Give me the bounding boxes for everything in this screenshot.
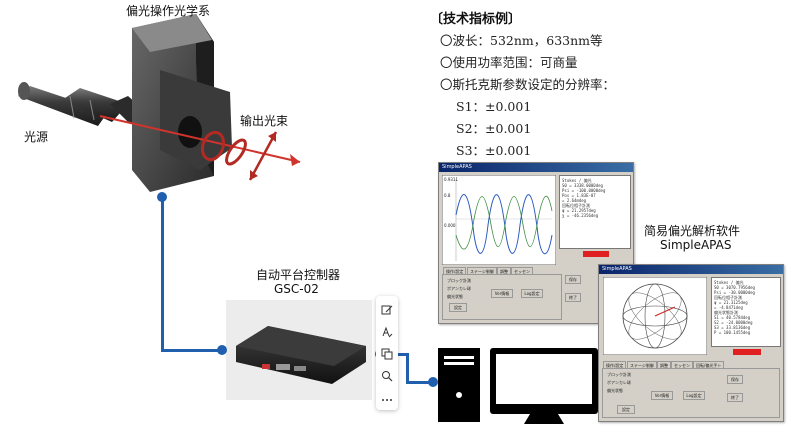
tab-body-1: ブロック計測 ポアンカレ球 偏光状態 [442,274,562,320]
window-titlebar-2: SimpleAPAS [599,265,783,274]
tab-sensor-2[interactable]: セッセン [671,361,693,369]
cable-joint-pc [428,377,438,387]
window-titlebar: SimpleAPAS [439,163,633,172]
zoom-icon[interactable] [379,368,395,384]
version-button-2[interactable]: Ver情報 [651,391,673,400]
tab-operation-1[interactable]: 操作/設定 [443,267,467,275]
tab-stage-2[interactable]: ステージ制御 [627,361,657,369]
log-settings-button-2[interactable]: Log設定 [683,391,705,400]
spec-line-wavelength: 〇波长：532nm，633nm等 [440,33,603,48]
option-poincare-2[interactable]: ポアンカレ球 [607,380,631,385]
optics-system-label: 偏光操作光学系 [126,4,211,18]
tab-adjust-2[interactable]: 調整 [657,361,671,369]
edit-image-icon[interactable] [379,302,395,318]
spec-s1: S1：±0.001 [456,99,532,114]
option-polarization-1[interactable]: 偏光状態 [447,294,463,299]
tab-body-2: ブロック計測 ポアンカレ球 偏光状態 [602,368,780,418]
version-button-1[interactable]: Ver情報 [491,289,513,298]
spec-s2: S2：±0.001 [456,121,532,136]
output-beam-label: 输出光束 [240,114,289,128]
option-polarization-2[interactable]: 偏光状態 [607,388,623,393]
text-style-icon[interactable] [379,324,395,340]
save-button-1[interactable]: 保存 [565,275,581,284]
spec-s3: S3：±0.001 [456,143,532,158]
software-model-label: SimpleAPAS [660,238,732,252]
tab-rotation-2[interactable]: 回転/偏光手ト [693,361,725,369]
spec-title: 〔技术指标例〕 [430,12,522,27]
controller-model-label: GSC-02 [274,282,319,296]
light-source-laser [18,82,146,126]
output-beam [99,115,301,181]
tab-sensor-1[interactable]: セッセン [511,267,533,275]
option-block-measure-1[interactable]: ブロック計測 [447,278,471,283]
settings-button-1[interactable]: 設定 [449,303,467,312]
exit-button-1[interactable]: 終了 [565,293,581,302]
cable-optics-to-controller-vertical [161,196,164,352]
tab-stage-1[interactable]: ステージ制御 [467,267,497,275]
spec-line-power-range: 〇使用功率范围：可商量 [440,55,578,70]
cable-joint-optics [157,192,167,202]
settings-button-2[interactable]: 設定 [617,405,635,414]
light-source-label: 光源 [24,130,49,144]
option-block-measure-2[interactable]: ブロック計測 [607,372,631,377]
cable-optics-to-controller-horizontal [161,349,223,352]
save-button-2[interactable]: 保存 [727,375,743,384]
info-panel-1: Stokes / 偏光 S0 = 3338.0000deg Psi = -100… [559,175,631,249]
tab-operation-2[interactable]: 操作/設定 [603,361,627,369]
exit-button-2[interactable]: 終了 [727,393,743,402]
option-poincare-1[interactable]: ポアンカレ球 [447,286,471,291]
more-options-icon[interactable] [379,390,395,406]
cable-controller-to-pc-3 [406,381,434,384]
measure-start-button-2[interactable] [733,349,761,355]
spec-line-stokes-resolution: 〇斯托克斯参数设定的分辨率： [440,77,616,92]
tab-adjust-1[interactable]: 調整 [497,267,511,275]
software-window-poincare: SimpleAPAS Stokes / 偏光 S0 = 3070.7956deg… [598,264,784,422]
axis-tick-3: 0.000 [444,223,456,228]
image-tool-panel [376,296,398,410]
polarization-optics-block [132,14,232,192]
measure-start-button-1[interactable] [583,251,609,257]
software-name-label: 简易偏光解析软件 [644,224,741,238]
cable-joint-controller-left [217,345,227,355]
computer-icon [438,348,598,424]
copy-image-icon[interactable] [379,346,395,362]
poincare-sphere-plot [603,277,707,355]
log-settings-button-1[interactable]: Log設定 [521,289,543,298]
waveform-plot [442,175,556,265]
cable-controller-to-pc-2 [406,353,409,383]
axis-tick-1: 0.9311 [444,177,458,182]
axis-tick-2: 0.8 [444,193,451,198]
stage-controller-device [226,300,372,400]
info-panel-2: Stokes / 偏光 S0 = 3070.7956deg Psi = -30.… [711,277,781,347]
controller-name-label: 自动平台控制器 [256,268,341,282]
